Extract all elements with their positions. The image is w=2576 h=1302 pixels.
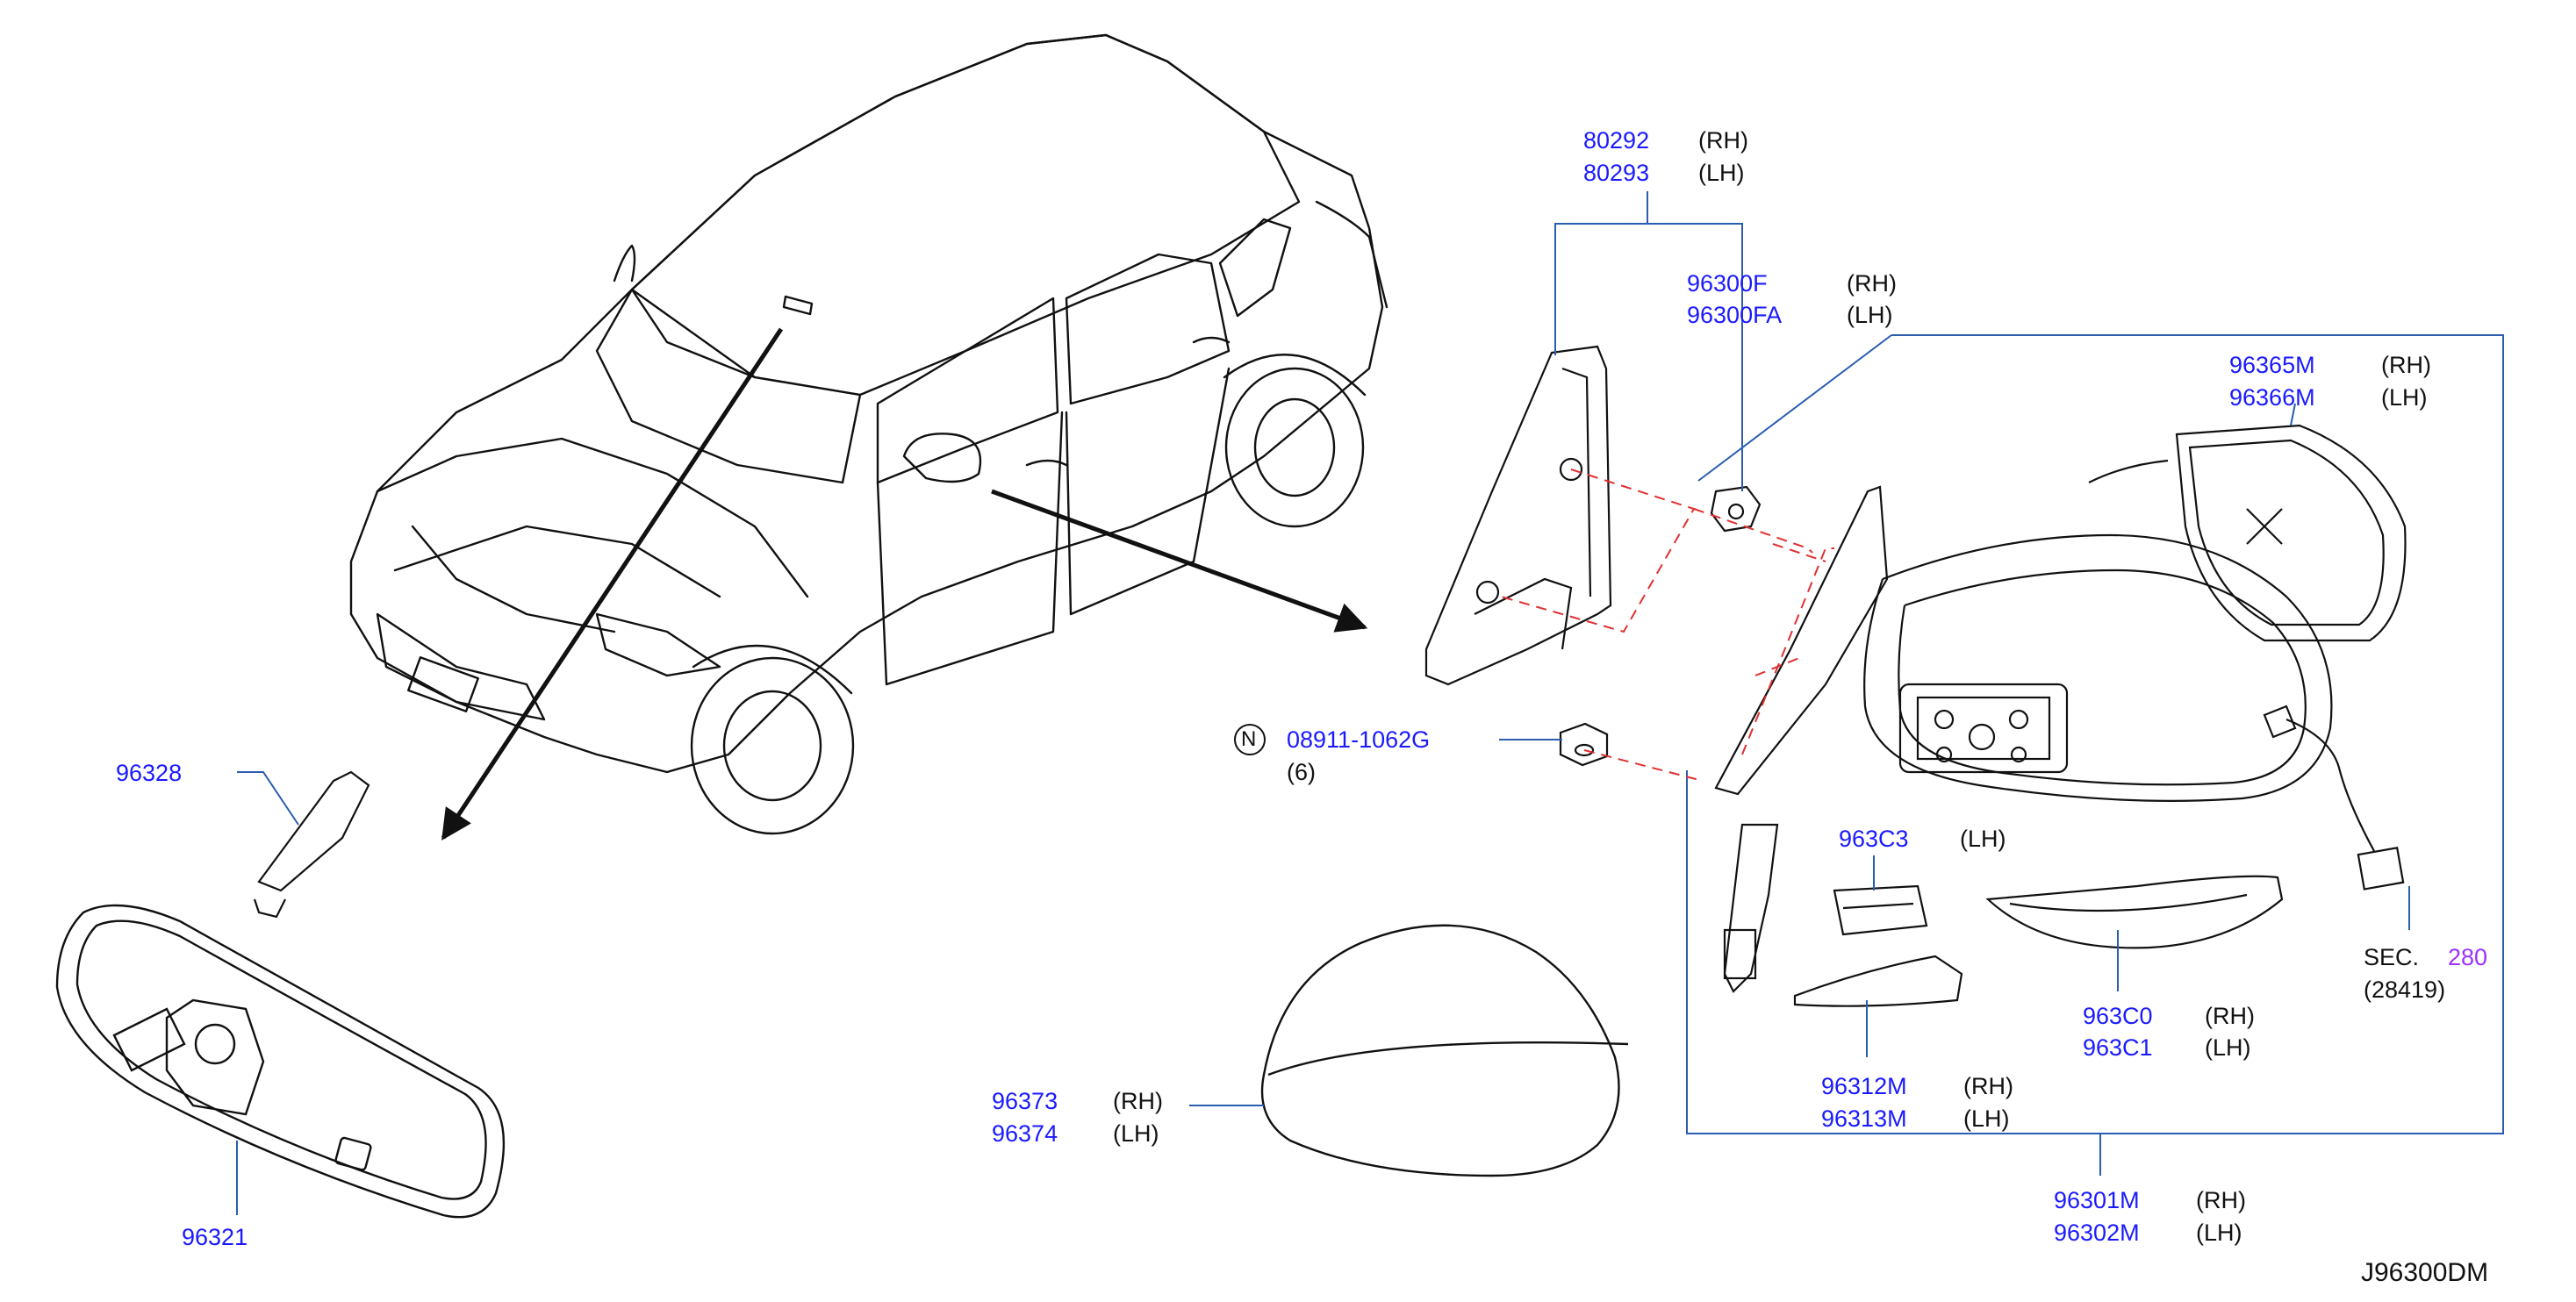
mirror-glass[interactable]	[2088, 424, 2407, 642]
part-number-96300FA[interactable]: 96300FA	[1687, 302, 1783, 328]
side-rh: (RH)	[2205, 1003, 2255, 1029]
quantity: (6)	[1287, 759, 1316, 785]
part-number-96301M[interactable]: 96301M	[2054, 1187, 2140, 1213]
side-lh: (LH)	[1113, 1120, 1159, 1147]
vehicle-illustration	[349, 33, 1388, 835]
section-sub: (28419)	[2364, 976, 2446, 1003]
section-number-280[interactable]: 280	[2448, 944, 2488, 970]
side-rh: (RH)	[1698, 127, 1748, 154]
side-rh: (RH)	[2381, 352, 2431, 378]
part-number-963C0[interactable]: 963C0	[2083, 1003, 2153, 1029]
part-number-96312M[interactable]: 96312M	[1821, 1073, 1907, 1099]
turn-signal-lamp[interactable]	[1985, 875, 2284, 949]
side-lh: (LH)	[2196, 1220, 2242, 1246]
harness-connector[interactable]	[2263, 705, 2405, 891]
lamp-cover[interactable]	[1793, 955, 1963, 1007]
part-number-08911-1062G[interactable]: 08911-1062G	[1287, 726, 1431, 753]
side-rh: (RH)	[2196, 1187, 2246, 1213]
part-number-96321[interactable]: 96321	[182, 1224, 248, 1250]
part-number-96373[interactable]: 96373	[992, 1088, 1058, 1114]
part-number-96328[interactable]: 96328	[116, 760, 183, 786]
part-number-96366M[interactable]: 96366M	[2229, 384, 2315, 411]
side-lh: (LH)	[2381, 384, 2428, 411]
part-number-963C3[interactable]: 963C3	[1839, 826, 1909, 852]
mirror-bracket-clip[interactable]	[253, 770, 370, 919]
part-number-963C1[interactable]: 963C1	[2083, 1034, 2153, 1061]
mirror-base-bracket[interactable]	[1424, 345, 1612, 686]
door-mirror-assembly[interactable]	[1714, 485, 2333, 993]
section-prefix: SEC.	[2364, 944, 2420, 970]
side-lh: (LH)	[1847, 302, 1893, 328]
side-rh: (RH)	[1113, 1088, 1163, 1114]
part-number-96374[interactable]: 96374	[992, 1120, 1058, 1147]
inside-rearview-mirror[interactable]	[55, 904, 506, 1219]
side-rh: (RH)	[1963, 1073, 2013, 1099]
side-lh: (LH)	[1698, 160, 1745, 186]
part-number-96300F[interactable]: 96300F	[1687, 270, 1768, 297]
diagram-code: J96300DM	[2361, 1258, 2489, 1287]
nut-marker-circle	[1234, 724, 1266, 755]
mirror-clip[interactable]	[1710, 485, 1762, 533]
part-number-80292[interactable]: 80292	[1583, 127, 1650, 154]
side-lh: (LH)	[1960, 826, 2006, 852]
nut-marker-letter: N	[1241, 727, 1257, 751]
side-rh: (RH)	[1847, 270, 1897, 297]
dashed-guides	[1500, 469, 1834, 782]
puddle-lamp[interactable]	[1833, 884, 1928, 936]
leader-lines	[236, 191, 2504, 1215]
callout-arrows	[441, 327, 1368, 841]
mirror-cap[interactable]	[1260, 924, 1629, 1177]
part-number-80293[interactable]: 80293	[1583, 160, 1650, 186]
part-number-96365M[interactable]: 96365M	[2229, 352, 2315, 378]
part-number-96302M[interactable]: 96302M	[2054, 1220, 2140, 1246]
nut[interactable]	[1559, 722, 1609, 767]
side-lh: (LH)	[2205, 1034, 2251, 1061]
part-number-96313M[interactable]: 96313M	[1821, 1105, 1907, 1132]
side-lh: (LH)	[1963, 1105, 2010, 1132]
